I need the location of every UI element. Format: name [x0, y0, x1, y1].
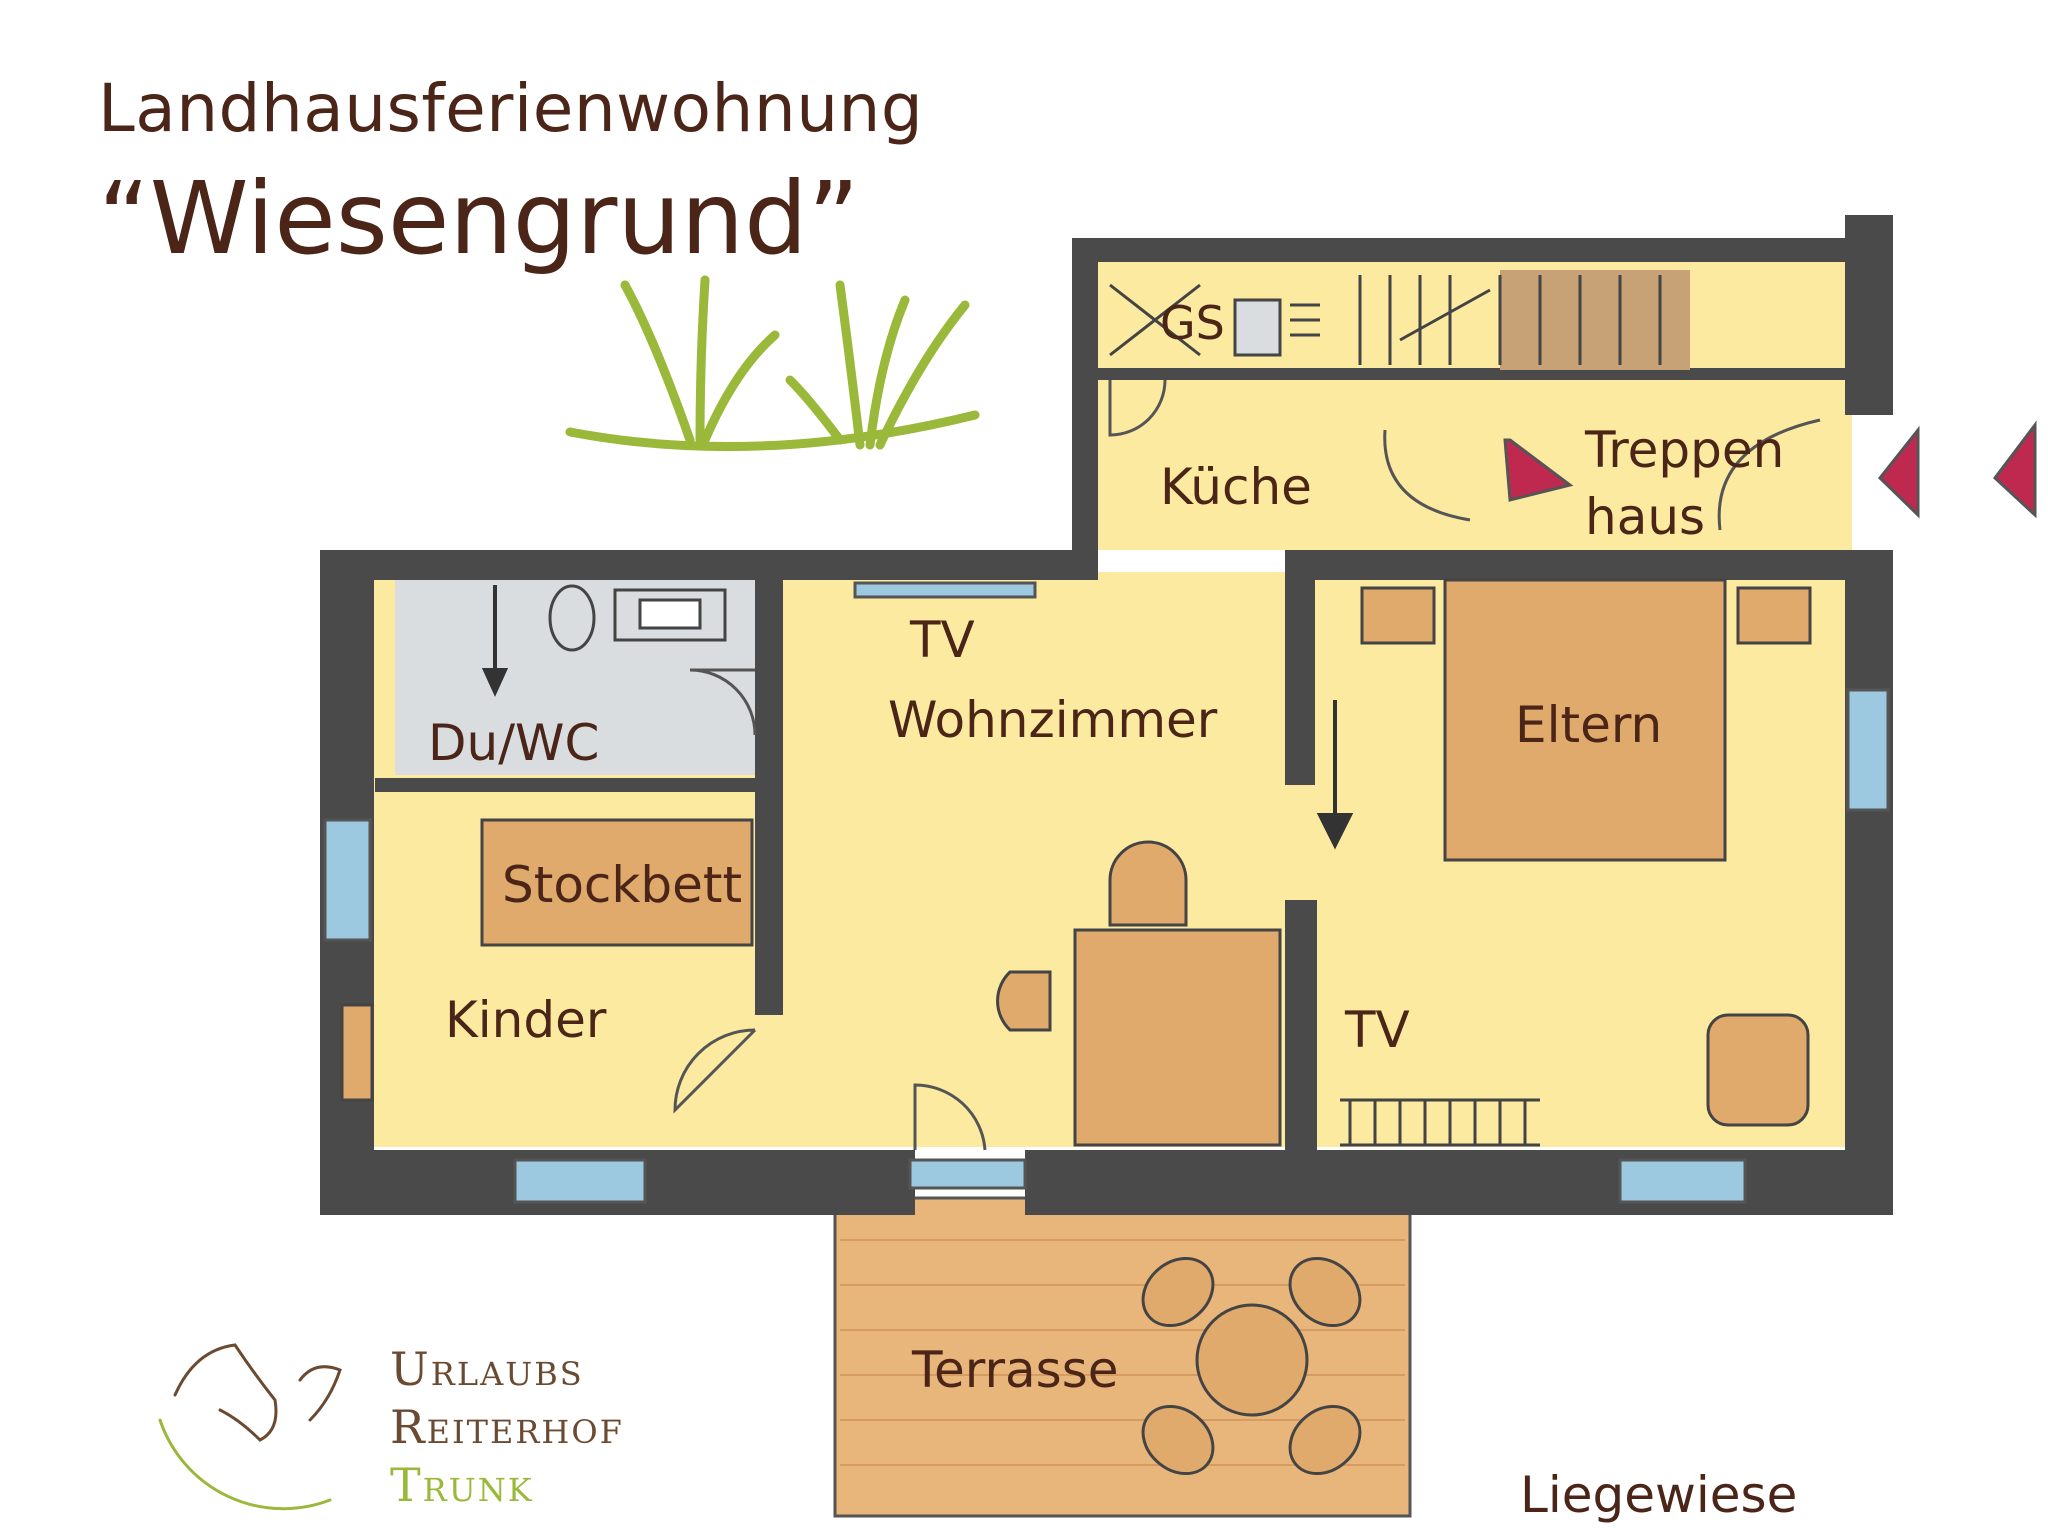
label-wohnzimmer: Wohnzimmer	[888, 691, 1218, 749]
direction-arrows	[481, 585, 1354, 850]
chair-top	[1108, 840, 1188, 927]
title-line2: “Wiesengrund”	[98, 160, 860, 277]
label-treppenhaus-1: Treppen	[1585, 421, 1785, 479]
railing	[1340, 1098, 1540, 1147]
label-terrasse: Terrasse	[912, 1341, 1119, 1399]
armchair	[1706, 1013, 1810, 1127]
title-line1: Landhausferienwohnung	[98, 70, 924, 147]
label-du-wc: Du/WC	[428, 714, 600, 772]
label-tv-wohnzimmer: TV	[910, 611, 975, 669]
doors	[673, 379, 1821, 1151]
label-kueche: Küche	[1160, 458, 1312, 516]
dining-table	[1073, 928, 1282, 1147]
entrance-arrow-icon	[1503, 420, 2037, 519]
chair-left	[996, 970, 1052, 1032]
staircase	[1358, 270, 1690, 370]
horse-logo-icon	[158, 1343, 342, 1511]
label-eltern: Eltern	[1515, 696, 1663, 754]
bunk-bed	[480, 818, 754, 947]
bathroom-fixtures	[548, 584, 727, 652]
cabinet	[340, 1003, 374, 1102]
logo-line3: Trunk	[390, 1458, 534, 1512]
label-treppenhaus-2: haus	[1585, 488, 1706, 546]
kitchen-counter	[1109, 283, 1320, 357]
logo-line1: Urlaubs	[390, 1342, 584, 1396]
label-liegewiese: Liegewiese	[1520, 1466, 1798, 1524]
terrace-table	[1141, 1256, 1362, 1476]
logo-text: Urlaubs Reiterhof Trunk	[390, 1340, 624, 1514]
label-gs: GS	[1160, 296, 1225, 350]
label-stockbett: Stockbett	[502, 856, 743, 914]
logo-line2: Reiterhof	[390, 1400, 624, 1454]
windows	[323, 581, 1890, 1204]
double-bed	[1443, 578, 1727, 862]
furniture	[340, 578, 1812, 1147]
label-kinder: Kinder	[445, 991, 607, 1049]
label-tv-eltern: TV	[1345, 1001, 1410, 1059]
grass-decoration	[565, 275, 980, 452]
